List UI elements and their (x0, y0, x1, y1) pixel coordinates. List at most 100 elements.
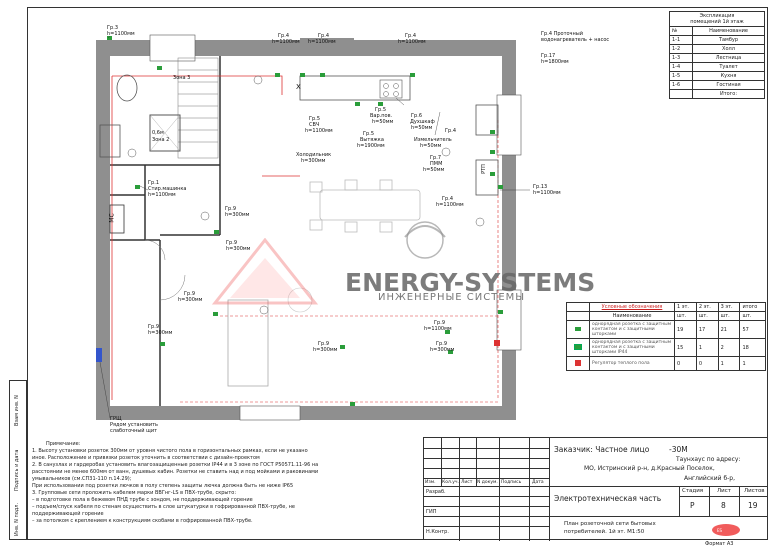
label-gr17: Гр.17 (541, 53, 556, 59)
tb-col: Кол.уч. (442, 480, 460, 485)
explication-title-2: помещений 1й этаж (690, 19, 744, 25)
main-panel-icon (96, 348, 102, 362)
tb-address3: Английский б-р, (684, 475, 736, 482)
label-h300g: h=300мм (430, 347, 455, 353)
label-h1100f: h=1100мм (148, 192, 176, 198)
label-zone2: Зона 2 (152, 137, 170, 143)
label-h1100e: h=1100мм (305, 128, 333, 134)
notes-line: – подъем/спуск кабеля по стенам осуществ… (32, 504, 295, 510)
legend-table: Условные обозначения 1 эт.2 эт.3 эт.итог… (566, 302, 766, 371)
watermark-brand: ENERGY-SYSTEMS (345, 268, 596, 297)
notes-line: – за потолком с креплением к конструкция… (32, 518, 253, 524)
socket-icon (575, 326, 581, 331)
label-h300f: h=300мм (313, 347, 338, 353)
label-grsch-note1: Рядом установить (110, 422, 158, 428)
label-gr5-vap: Гр.5 (375, 107, 386, 113)
label-gr7: Гр.7 (430, 155, 441, 161)
wall-top (96, 40, 516, 56)
shower (149, 114, 181, 152)
svg-text:ES: ES (717, 528, 723, 533)
notes-block: Примечание: 1. Высоту установки розеток … (32, 441, 422, 525)
tb-address1: Таунхаус по адресу: (676, 456, 741, 463)
label-holod: Холодильник (296, 152, 332, 158)
label-vap: Вар.пов. (370, 113, 393, 119)
label-gr5-vyt: Гр.5 (363, 131, 374, 137)
tb-gip: ГИП (426, 509, 437, 515)
label-gr3: Гр.3 (107, 25, 118, 31)
label-h300b: h=300мм (225, 212, 250, 218)
label-gr4b: Гр.4 (318, 33, 329, 39)
label-gr9a: Гр.9 (225, 206, 236, 212)
wall-bottom (96, 406, 516, 420)
rtp-marker (494, 340, 500, 346)
kitchen-counter (299, 75, 411, 101)
tb-stage: Р (690, 501, 695, 510)
label-h1100b: h=1100мм (272, 39, 300, 45)
notes-line: умывальников (см.СП31-110 п.14.29); (32, 476, 132, 482)
label-h50c: h=50мм (420, 143, 442, 149)
label-gr13: Гр.13 (533, 184, 548, 190)
label-boiler: Гр.4 Проточный водонагреватель + насос (541, 31, 610, 43)
explication-col-name: Наименование (692, 26, 765, 36)
label-gr1: Гр.1 (148, 180, 159, 186)
tb-sheet-h: Лист (717, 488, 731, 494)
sofa (227, 299, 269, 387)
label-h1100g: h=1100мм (424, 326, 452, 332)
tb-stage-h: Стадия (682, 488, 704, 494)
label-h300d: h=300мм (178, 297, 203, 303)
label-gr9d: Гр.9 (148, 324, 159, 330)
label-h300a: h=300мм (301, 158, 326, 164)
label-vyt: Вытяжка (360, 137, 384, 143)
legend-row: однорядная розетка с защитным контактом … (566, 338, 766, 357)
label-gr9c: Гр.9 (184, 291, 195, 297)
window-bottom (239, 405, 301, 421)
tb-sheet: 8 (721, 501, 726, 510)
tb-code: -30М (669, 445, 688, 454)
notes-line: 3. Групповые сети проложить кабелем марк… (32, 490, 237, 496)
label-h50b: h=50мм (411, 125, 433, 131)
floor-heating-regulator-icon (575, 359, 581, 366)
label-svch: СВЧ (309, 122, 320, 128)
label-h300e: h=300мм (148, 330, 173, 336)
tb-sheets-h: Листов (744, 488, 765, 494)
legend-row: однорядная розетка с защитным контактом … (566, 320, 766, 339)
label-gr9f: Гр.9 (436, 341, 447, 347)
kitchen-sink (475, 104, 499, 136)
label-gr9b: Гр.9 (226, 240, 237, 246)
notes-line: поддерживающей горение (32, 511, 104, 517)
label-rtp: РТП (480, 164, 487, 174)
notes-line: – в подготовке пола в бежевом ПНД трубе … (32, 497, 253, 503)
label-gr9e: Гр.9 (318, 341, 329, 347)
sink (99, 124, 121, 158)
tb-sheets: 19 (748, 501, 758, 510)
label-h1100d: h=1100мм (398, 39, 426, 45)
label-h1800: h=1800мм (541, 59, 569, 65)
window-right-2 (496, 289, 522, 351)
notes-line: При использовании под розетки лючков в п… (32, 483, 294, 489)
tb-col: Подпись (501, 480, 522, 485)
label-gr4a: Гр.4 (278, 33, 289, 39)
label-h1100c: h=1100мм (308, 39, 336, 45)
staircase (177, 57, 219, 159)
tb-section: Электротехническая часть (554, 494, 662, 503)
legend-title: Условные обозначения (589, 302, 675, 312)
label-gr4-izm: Гр.4 (445, 128, 456, 134)
tb-col: N докум. (477, 480, 498, 485)
label-zone3: Зона 3 (173, 75, 191, 81)
company-logo-icon: ES (712, 524, 740, 536)
notes-title: Примечание: (46, 441, 81, 447)
label-h1900: h=1900мм (357, 143, 385, 149)
label-gr4-last: Гр.4 (442, 196, 453, 202)
label-stir: Стир.машинка (148, 186, 187, 192)
tb-drawing-title-1: План розеточной сети бытовых (564, 521, 656, 527)
notes-line: 1. Высоту установки розеток 300мм от уро… (32, 448, 308, 454)
x-mark: X (296, 83, 301, 91)
